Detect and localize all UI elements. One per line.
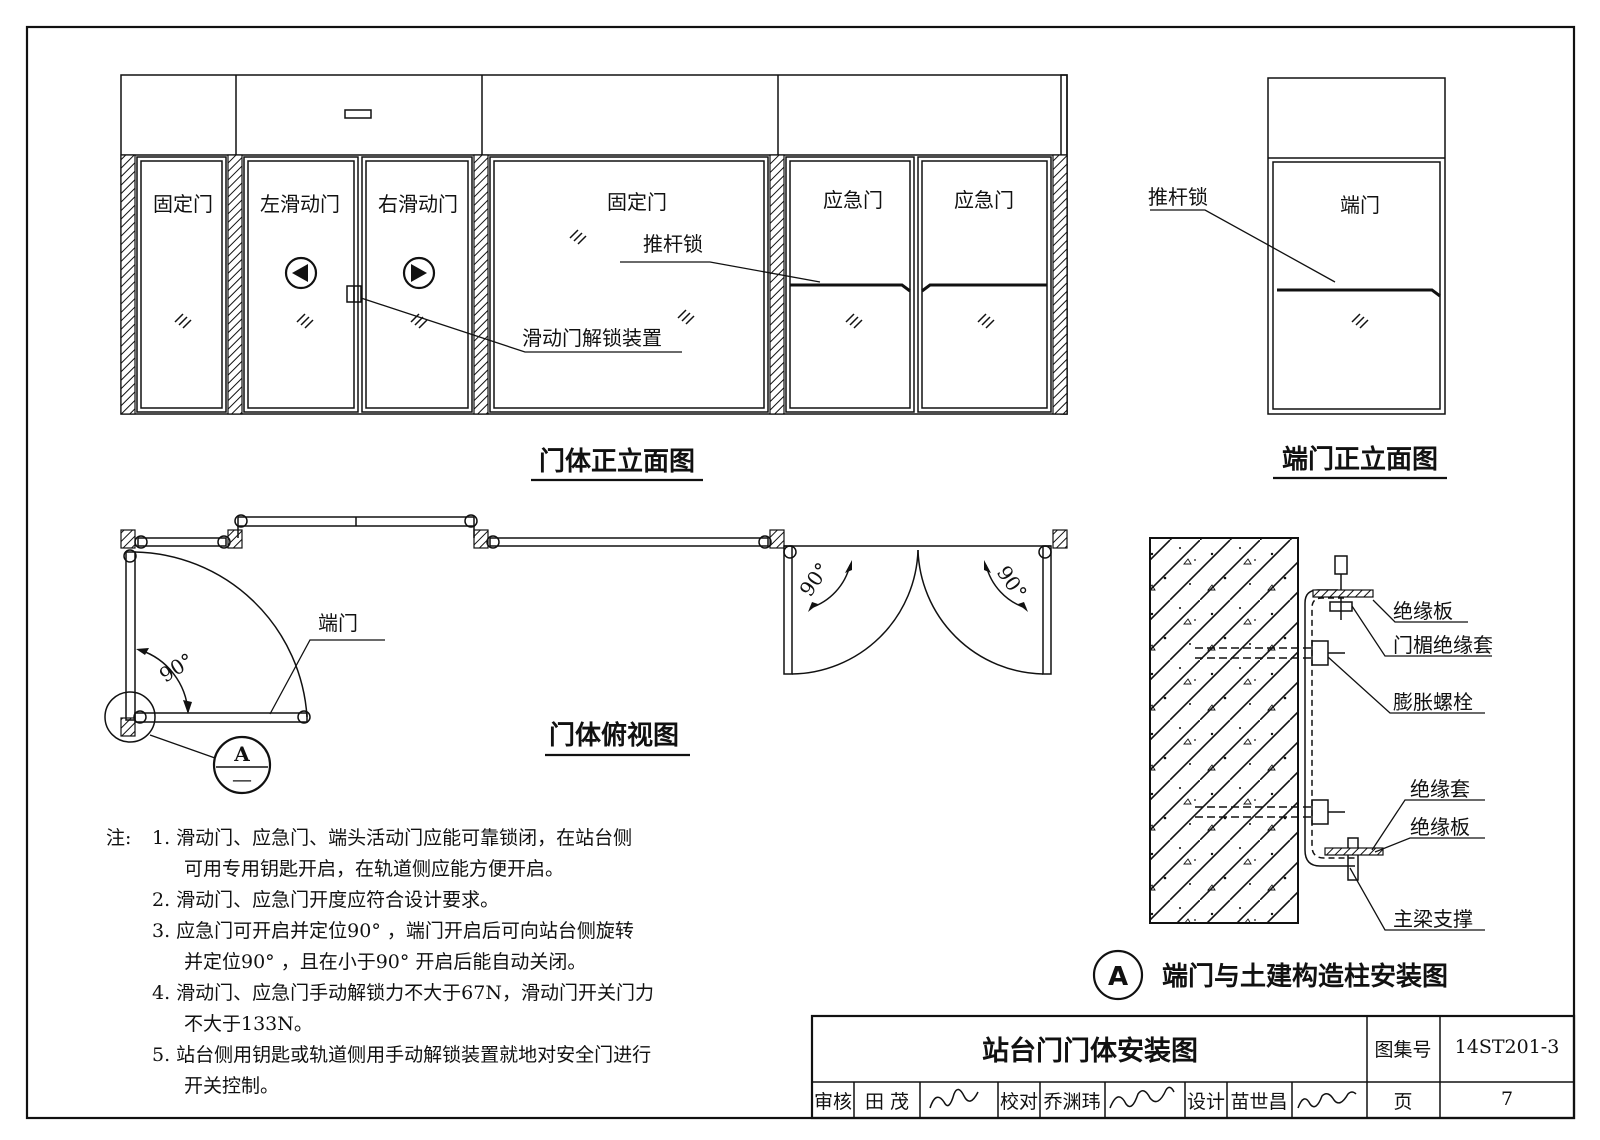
- plan-angle-emergency-left: 90°: [794, 558, 834, 601]
- note-line-7: 不大于133N。: [184, 1013, 313, 1035]
- unlock-device-callout: 滑动门解锁装置: [522, 326, 662, 350]
- plan-angle-emergency-right: 90°: [992, 561, 1032, 604]
- panel-label-fixed-2: 固定门: [607, 190, 667, 214]
- note-line-1: 1. 滑动门、应急门、端头活动门应能可靠锁闭，在站台侧: [152, 827, 632, 849]
- page-label: 页: [1393, 1091, 1412, 1113]
- panel-label-right-sliding: 右滑动门: [378, 192, 458, 216]
- panel-label-emergency-2: 应急门: [954, 188, 1014, 212]
- panel-label-left-sliding: 左滑动门: [260, 192, 340, 216]
- indicator-light: [344, 109, 372, 119]
- detail-label-beam-support: 主梁支撑: [1393, 907, 1473, 931]
- elevation-title: 门体正立面图: [539, 446, 695, 477]
- plan-view-title: 门体俯视图: [549, 720, 679, 751]
- note-line-6: 4. 滑动门、应急门手动解锁力不大于67N，滑动门开关门力: [152, 982, 654, 1004]
- reviewer-signature: [929, 1088, 979, 1109]
- page-number: 7: [1501, 1088, 1513, 1110]
- atlas-label: 图集号: [1374, 1039, 1431, 1061]
- end-door-push-bar-callout: 推杆锁: [1148, 185, 1208, 209]
- detail-a-drawing: [1149, 537, 1492, 931]
- plan-view: [104, 514, 1068, 795]
- note-line-3: 2. 滑动门、应急门开度应符合设计要求。: [152, 889, 499, 911]
- note-line-4: 3. 应急门可开启并定位90° ，端门开启后可向站台侧旋转: [152, 920, 634, 942]
- designer-name: 苗世昌: [1230, 1091, 1287, 1113]
- note-line-5: 并定位90° ，且在小于90° 开启后能自动关闭。: [184, 951, 586, 973]
- plan-angle-end-door: 90°: [155, 648, 198, 687]
- detail-a-marker-letter: A: [1108, 962, 1128, 992]
- reviewer-name: 田 茂: [865, 1091, 909, 1113]
- detail-label-insulation-sleeve: 绝缘套: [1410, 777, 1470, 801]
- detail-label-insulation-plate-top: 绝缘板: [1393, 599, 1453, 623]
- detail-a-marker: [1092, 949, 1144, 1001]
- end-door-elevation: [1150, 77, 1446, 415]
- detail-a-title: 端门与土建构造柱安装图: [1162, 962, 1448, 992]
- detail-ref-sheet: —: [232, 767, 252, 791]
- panel-label-emergency-1: 应急门: [823, 188, 883, 212]
- atlas-number: 14ST201-3: [1455, 1036, 1560, 1058]
- detail-label-insulation-plate-bottom: 绝缘板: [1410, 815, 1470, 839]
- title-block: [810, 1014, 1576, 1120]
- panel-label-fixed-1: 固定门: [153, 192, 213, 216]
- detail-ref-letter: A: [233, 742, 250, 766]
- checker-signature: [1109, 1086, 1175, 1109]
- detail-label-expansion-bolt: 膨胀螺栓: [1393, 690, 1473, 714]
- check-label: 校对: [1000, 1091, 1038, 1113]
- review-label: 审核: [814, 1091, 852, 1113]
- designer-signature: [1297, 1091, 1357, 1109]
- note-line-8: 5. 站台侧用钥匙或轨道侧用手动解锁装置就地对安全门进行: [152, 1044, 651, 1066]
- end-door-panel-label: 端门: [1340, 193, 1380, 217]
- detail-label-lintel-sleeve: 门楣绝缘套: [1393, 633, 1493, 657]
- checker-name: 乔渊玮: [1043, 1091, 1100, 1113]
- note-line-9: 开关控制。: [184, 1075, 279, 1097]
- door-elevation: [120, 74, 1068, 415]
- push-bar-callout: 推杆锁: [643, 232, 703, 256]
- plan-end-door-label: 端门: [318, 611, 358, 635]
- sheet-border: [25, 25, 1576, 1120]
- drawing-title: 站台门门体安装图: [982, 1035, 1198, 1067]
- notes-prefix: 注:: [106, 827, 131, 849]
- design-label: 设计: [1187, 1091, 1225, 1113]
- end-door-elevation-title: 端门正立面图: [1282, 444, 1438, 475]
- note-line-2: 可用专用钥匙开启，在轨道侧应能方便开启。: [184, 858, 564, 880]
